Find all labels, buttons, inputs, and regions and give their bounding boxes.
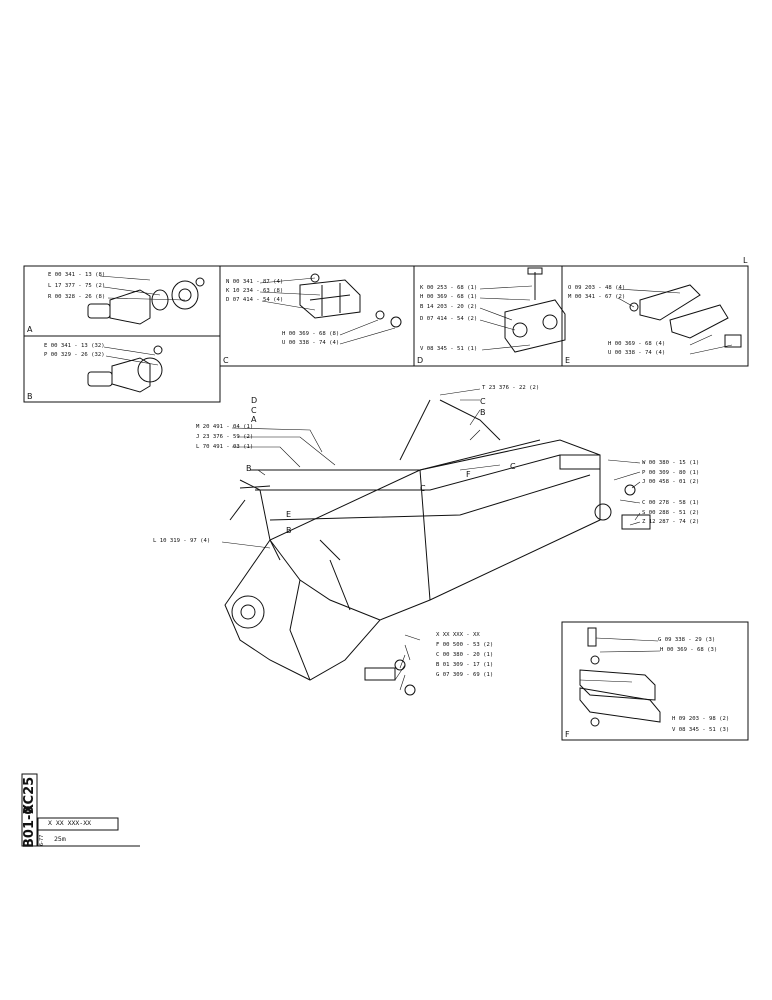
- corner-mark: L: [743, 256, 748, 265]
- part-label: B 14 203 - 20 (2): [420, 304, 478, 310]
- panel-letter-d: D: [417, 356, 424, 365]
- panel-b-coupling: [87, 345, 163, 393]
- part-label: L 17 377 - 75 (2): [48, 283, 106, 289]
- panel-b-frame: [23, 335, 221, 403]
- part-label: H 00 369 - 68 (3): [660, 647, 718, 653]
- part-label: C 00 380 - 20 (1): [436, 652, 494, 658]
- ref-code: X XX XXX-XX: [48, 819, 92, 827]
- part-label: P 00 329 - 26 (32): [44, 352, 105, 358]
- leader-lines: [99, 275, 733, 691]
- part-label: G 07 309 - 69 (1): [436, 672, 494, 678]
- part-label: H 00 369 - 68 (1): [420, 294, 478, 300]
- panel-c-clamp: [299, 273, 402, 328]
- part-label: D 07 414 - 54 (4): [226, 297, 284, 303]
- callout-letter: B: [286, 526, 292, 535]
- panel-letter-e: E: [565, 356, 571, 365]
- panel-letter-b: B: [27, 392, 33, 401]
- part-label: M 20 491 - 04 (1): [196, 424, 254, 430]
- boom-piping: [229, 399, 591, 561]
- part-label: H 00 369 - 68 (8): [282, 331, 340, 337]
- callout-letter: B: [480, 408, 486, 417]
- panel-letter-c: C: [223, 356, 229, 365]
- part-label: E 00 341 - 13 (32): [44, 343, 105, 349]
- description: 25m: [54, 835, 66, 843]
- callout-letter: A: [251, 415, 257, 424]
- part-label: R 00 328 - 26 (8): [48, 294, 106, 300]
- callout-letter: D: [251, 396, 258, 405]
- callout-letter: C: [420, 484, 426, 493]
- part-label: H 09 203 - 98 (2): [672, 716, 730, 722]
- panel-letter-a: A: [27, 325, 33, 334]
- part-label: O 09 203 - 48 (4): [568, 285, 626, 291]
- part-label: Z 12 287 - 74 (2): [642, 519, 700, 525]
- panel-a-coupling: [87, 277, 205, 325]
- callout-letter: C: [480, 397, 486, 406]
- part-label: K 00 253 - 68 (1): [420, 285, 478, 291]
- section-code: B01-0: [22, 805, 37, 848]
- part-label: E 00 341 - 13 (8): [48, 272, 106, 278]
- part-label: P 00 309 - 80 (1): [642, 470, 700, 476]
- panel-f-frame: [561, 621, 749, 741]
- part-label: J 00 458 - 01 (2): [642, 479, 700, 485]
- title-block: [21, 773, 140, 847]
- part-label: H 00 369 - 68 (4): [608, 341, 666, 347]
- panel-letter-f: F: [565, 730, 570, 739]
- panel-e-clamp: [629, 284, 742, 348]
- part-label: X XX XXX - XX: [436, 632, 480, 638]
- part-label: D 07 414 - 54 (2): [420, 316, 478, 322]
- callout-letter: B: [246, 464, 252, 473]
- part-label: M 00 341 - 67 (2): [568, 294, 626, 300]
- part-label: T 23 376 - 22 (2): [482, 385, 540, 391]
- part-label: L 70 491 - 03 (1): [196, 444, 254, 450]
- part-label: U 00 338 - 74 (4): [282, 340, 340, 346]
- panel-e-frame: [561, 265, 749, 367]
- part-label: K 10 234 - 63 (8): [226, 288, 284, 294]
- part-label: F 00 500 - 53 (2): [436, 642, 494, 648]
- part-label: V 08 345 - 51 (1): [420, 346, 478, 352]
- part-label: L 10 319 - 97 (4): [153, 538, 211, 544]
- callout-letter: C: [251, 406, 257, 415]
- part-label: W 00 380 - 15 (1): [642, 460, 700, 466]
- part-label: B 01 309 - 17 (1): [436, 662, 494, 668]
- boom-parts: [239, 454, 651, 696]
- part-label: J 23 376 - 59 (2): [196, 434, 254, 440]
- panel-f-plates: [579, 627, 661, 727]
- callout-letter: C: [510, 462, 516, 471]
- panel-d-clamp: [504, 267, 566, 353]
- date-code: 6-77: [39, 834, 45, 846]
- part-label: V 08 345 - 51 (3): [672, 727, 730, 733]
- part-label: U 00 338 - 74 (4): [608, 350, 666, 356]
- callout-letter: E: [286, 510, 292, 519]
- boom-outline: [224, 439, 612, 681]
- part-label: G 09 338 - 29 (3): [658, 637, 716, 643]
- part-label: C 00 278 - 58 (1): [642, 500, 700, 506]
- callout-letter: F: [466, 470, 471, 479]
- part-label: S 00 288 - 51 (2): [642, 510, 700, 516]
- part-label: N 00 341 - 87 (4): [226, 279, 284, 285]
